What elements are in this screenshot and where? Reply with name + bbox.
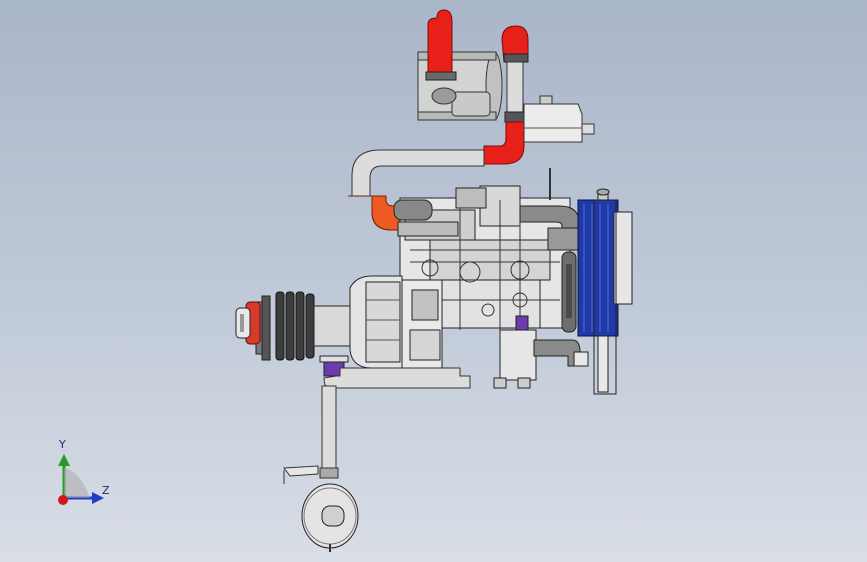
intake-elbow-red[interactable]: [425, 9, 457, 105]
y-axis-label: Y: [59, 438, 66, 451]
pulley-stack[interactable]: [255, 291, 351, 361]
flywheel-housing[interactable]: [349, 275, 443, 373]
fan-drive[interactable]: [561, 251, 577, 333]
lower-brackets[interactable]: [493, 329, 609, 393]
expansion-tank[interactable]: [523, 95, 595, 143]
exhaust-pipe[interactable]: [319, 367, 471, 479]
z-axis-label: Z: [102, 484, 110, 497]
muffler[interactable]: [283, 465, 359, 552]
triad-graphic: [58, 454, 104, 505]
turbo-manifold[interactable]: [393, 199, 459, 237]
flywheel-disk[interactable]: [235, 301, 261, 345]
axis-triad: Y Z: [40, 436, 120, 516]
radiator[interactable]: [577, 188, 633, 395]
filter-outlet-pipe[interactable]: [483, 25, 529, 165]
x-axis-origin-icon: [58, 495, 68, 505]
